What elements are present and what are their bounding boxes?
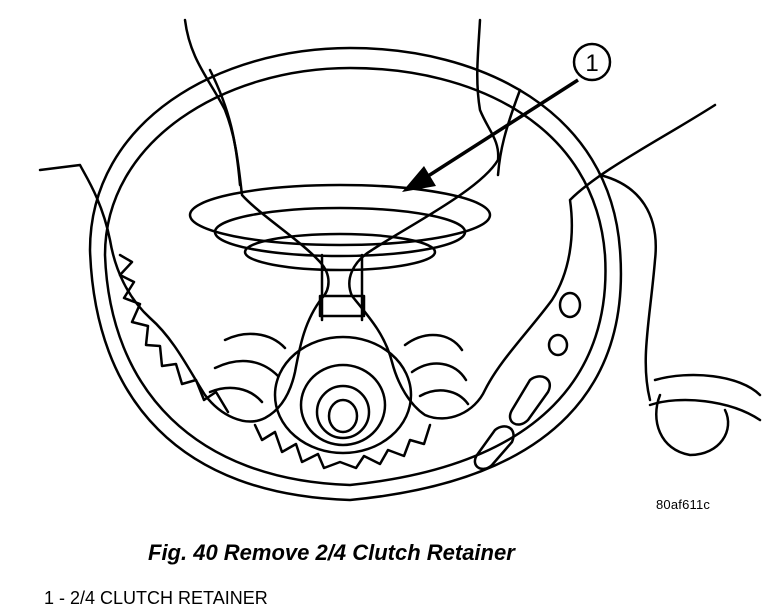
left-hand [38, 18, 330, 423]
hub-outer [273, 335, 413, 455]
oil-slot [508, 375, 551, 426]
oil-hole [558, 291, 582, 319]
leader-arrowhead [402, 166, 436, 192]
oil-hole [547, 333, 569, 357]
drum-back-edge [208, 68, 522, 187]
figure-caption: Fig. 40 Remove 2/4 Clutch Retainer [148, 540, 515, 565]
gear-teeth-lower [253, 423, 432, 470]
right-hand [348, 18, 717, 420]
left-hand-fingers [208, 332, 287, 404]
hub-mid [299, 363, 387, 447]
hub-inner [315, 384, 371, 440]
housing-inner-ring [103, 66, 607, 487]
callout-number: 1 [585, 50, 598, 77]
drum-rim-inner [213, 206, 467, 258]
clutch-retainer-drawing: 1 [38, 18, 762, 502]
drum-rim-core [243, 232, 437, 272]
right-hand-fingers [403, 333, 470, 406]
legend-item: 1 - 2/4 CLUTCH RETAINER [44, 588, 268, 608]
case-boss [655, 393, 730, 457]
callout-leader [424, 78, 579, 180]
case-flange [598, 173, 762, 422]
technical-illustration: 1 [38, 18, 762, 502]
callout-circle [572, 42, 612, 82]
oil-slot [473, 425, 515, 471]
hub-bore [327, 398, 359, 434]
drum-rim-outer [188, 183, 492, 247]
gear-teeth-left [118, 253, 230, 414]
drawing-code: 80af611c [656, 497, 711, 512]
spline-section [318, 294, 366, 318]
housing-outer-ring [88, 46, 623, 502]
